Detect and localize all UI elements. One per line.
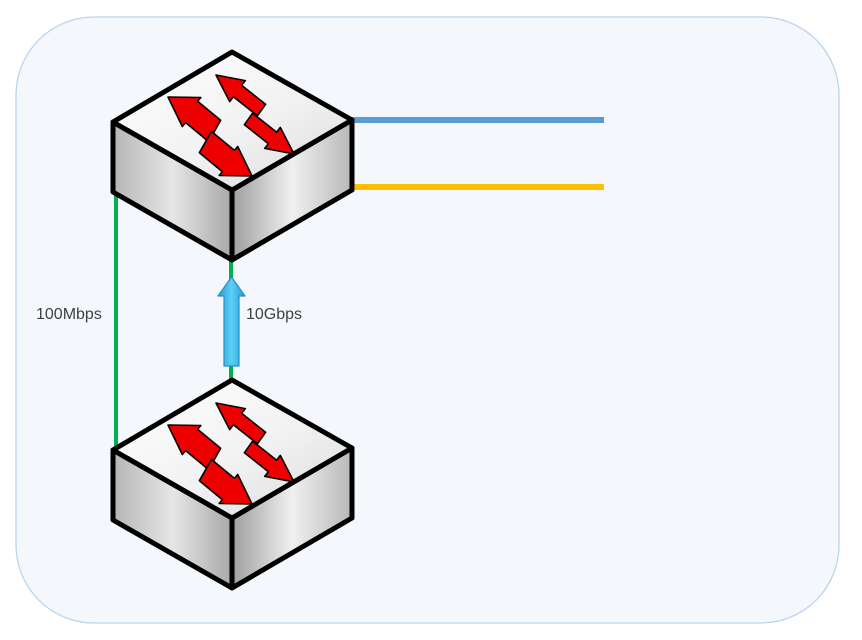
- up-arrow-icon: [217, 276, 246, 367]
- link-speed-label-left: 100Mbps: [36, 306, 102, 323]
- link-speed-label-uplink: 10Gbps: [246, 306, 303, 323]
